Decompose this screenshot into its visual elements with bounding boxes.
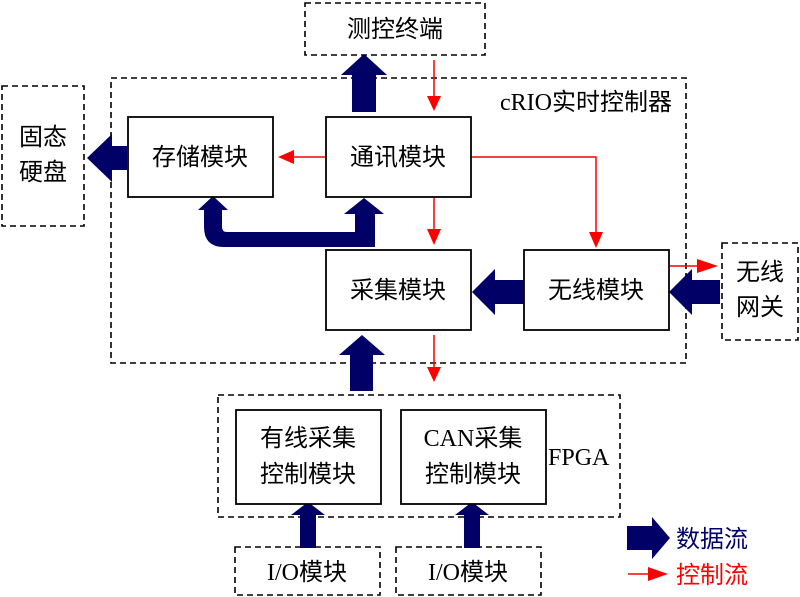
wired-acq-control-box — [235, 409, 382, 505]
control-head-wireless-to-gateway — [697, 259, 718, 273]
data-arrow-storage-to-ssd — [87, 134, 127, 182]
wireless-module-label: 无线模块 — [548, 277, 644, 304]
crio-controller-label: cRIO实时控制器 — [500, 89, 672, 116]
fpga-label: FPGA — [548, 445, 610, 471]
legend-data-flow-label: 数据流 — [676, 526, 748, 553]
can-acq-control-label-line2: 控制模块 — [425, 461, 521, 488]
gateway-label-line1: 无线 — [736, 259, 784, 286]
wired-acq-control-label-line1: 有线采集 — [260, 425, 356, 452]
data-arrow-fpga-to-acq — [339, 335, 385, 391]
control-head-comm-to-acq — [427, 229, 441, 245]
acquisition-module-label: 采集模块 — [350, 277, 446, 304]
wireless-module-box — [523, 249, 670, 331]
wired-acq-control-label-line2: 控制模块 — [260, 461, 356, 488]
data-arrow-gateway-to-wireless — [669, 269, 720, 315]
ssd-label-line1: 固态 — [19, 124, 67, 151]
legend-control-head — [648, 567, 668, 581]
data-arrow-wireless-to-acq — [472, 269, 525, 315]
control-head-acq-to-fpga — [427, 367, 441, 382]
control-head-comm-to-storage — [278, 150, 294, 164]
acquisition-module-box — [325, 249, 472, 331]
io-module-label-2: I/O模块 — [428, 559, 508, 586]
storage-module-label: 存储模块 — [152, 144, 248, 171]
control-flow-heads — [278, 96, 718, 581]
data-flow-arrows — [87, 54, 720, 559]
can-acq-control-label-line1: CAN采集 — [424, 425, 523, 452]
storage-module-box — [127, 116, 274, 198]
data-arrow-comm-to-terminal — [341, 54, 387, 112]
gateway-label-line2: 网关 — [736, 294, 784, 321]
fpga-container — [217, 394, 621, 518]
comm-module-label: 通讯模块 — [350, 144, 446, 171]
terminal-box — [304, 2, 486, 56]
legend-control-flow-label: 控制流 — [676, 562, 748, 589]
data-arrow-io1-to-wired — [291, 502, 325, 548]
gateway-box — [721, 242, 799, 341]
control-line-comm-to-wireless — [471, 156, 597, 236]
data-arrow-io2-to-can — [455, 502, 489, 548]
legend-data-flow-arrow — [627, 517, 670, 559]
io-module-label-1: I/O模块 — [267, 559, 347, 586]
ssd-box — [1, 85, 85, 227]
comm-module-box — [325, 116, 472, 198]
control-head-terminal-to-comm — [427, 96, 441, 111]
data-arrow-acq-to-storage-and-comm — [198, 196, 384, 247]
terminal-label: 测控终端 — [347, 16, 443, 43]
control-head-comm-to-wireless — [589, 232, 603, 248]
ssd-label-line2: 硬盘 — [19, 159, 67, 186]
can-acq-control-box — [400, 409, 547, 505]
